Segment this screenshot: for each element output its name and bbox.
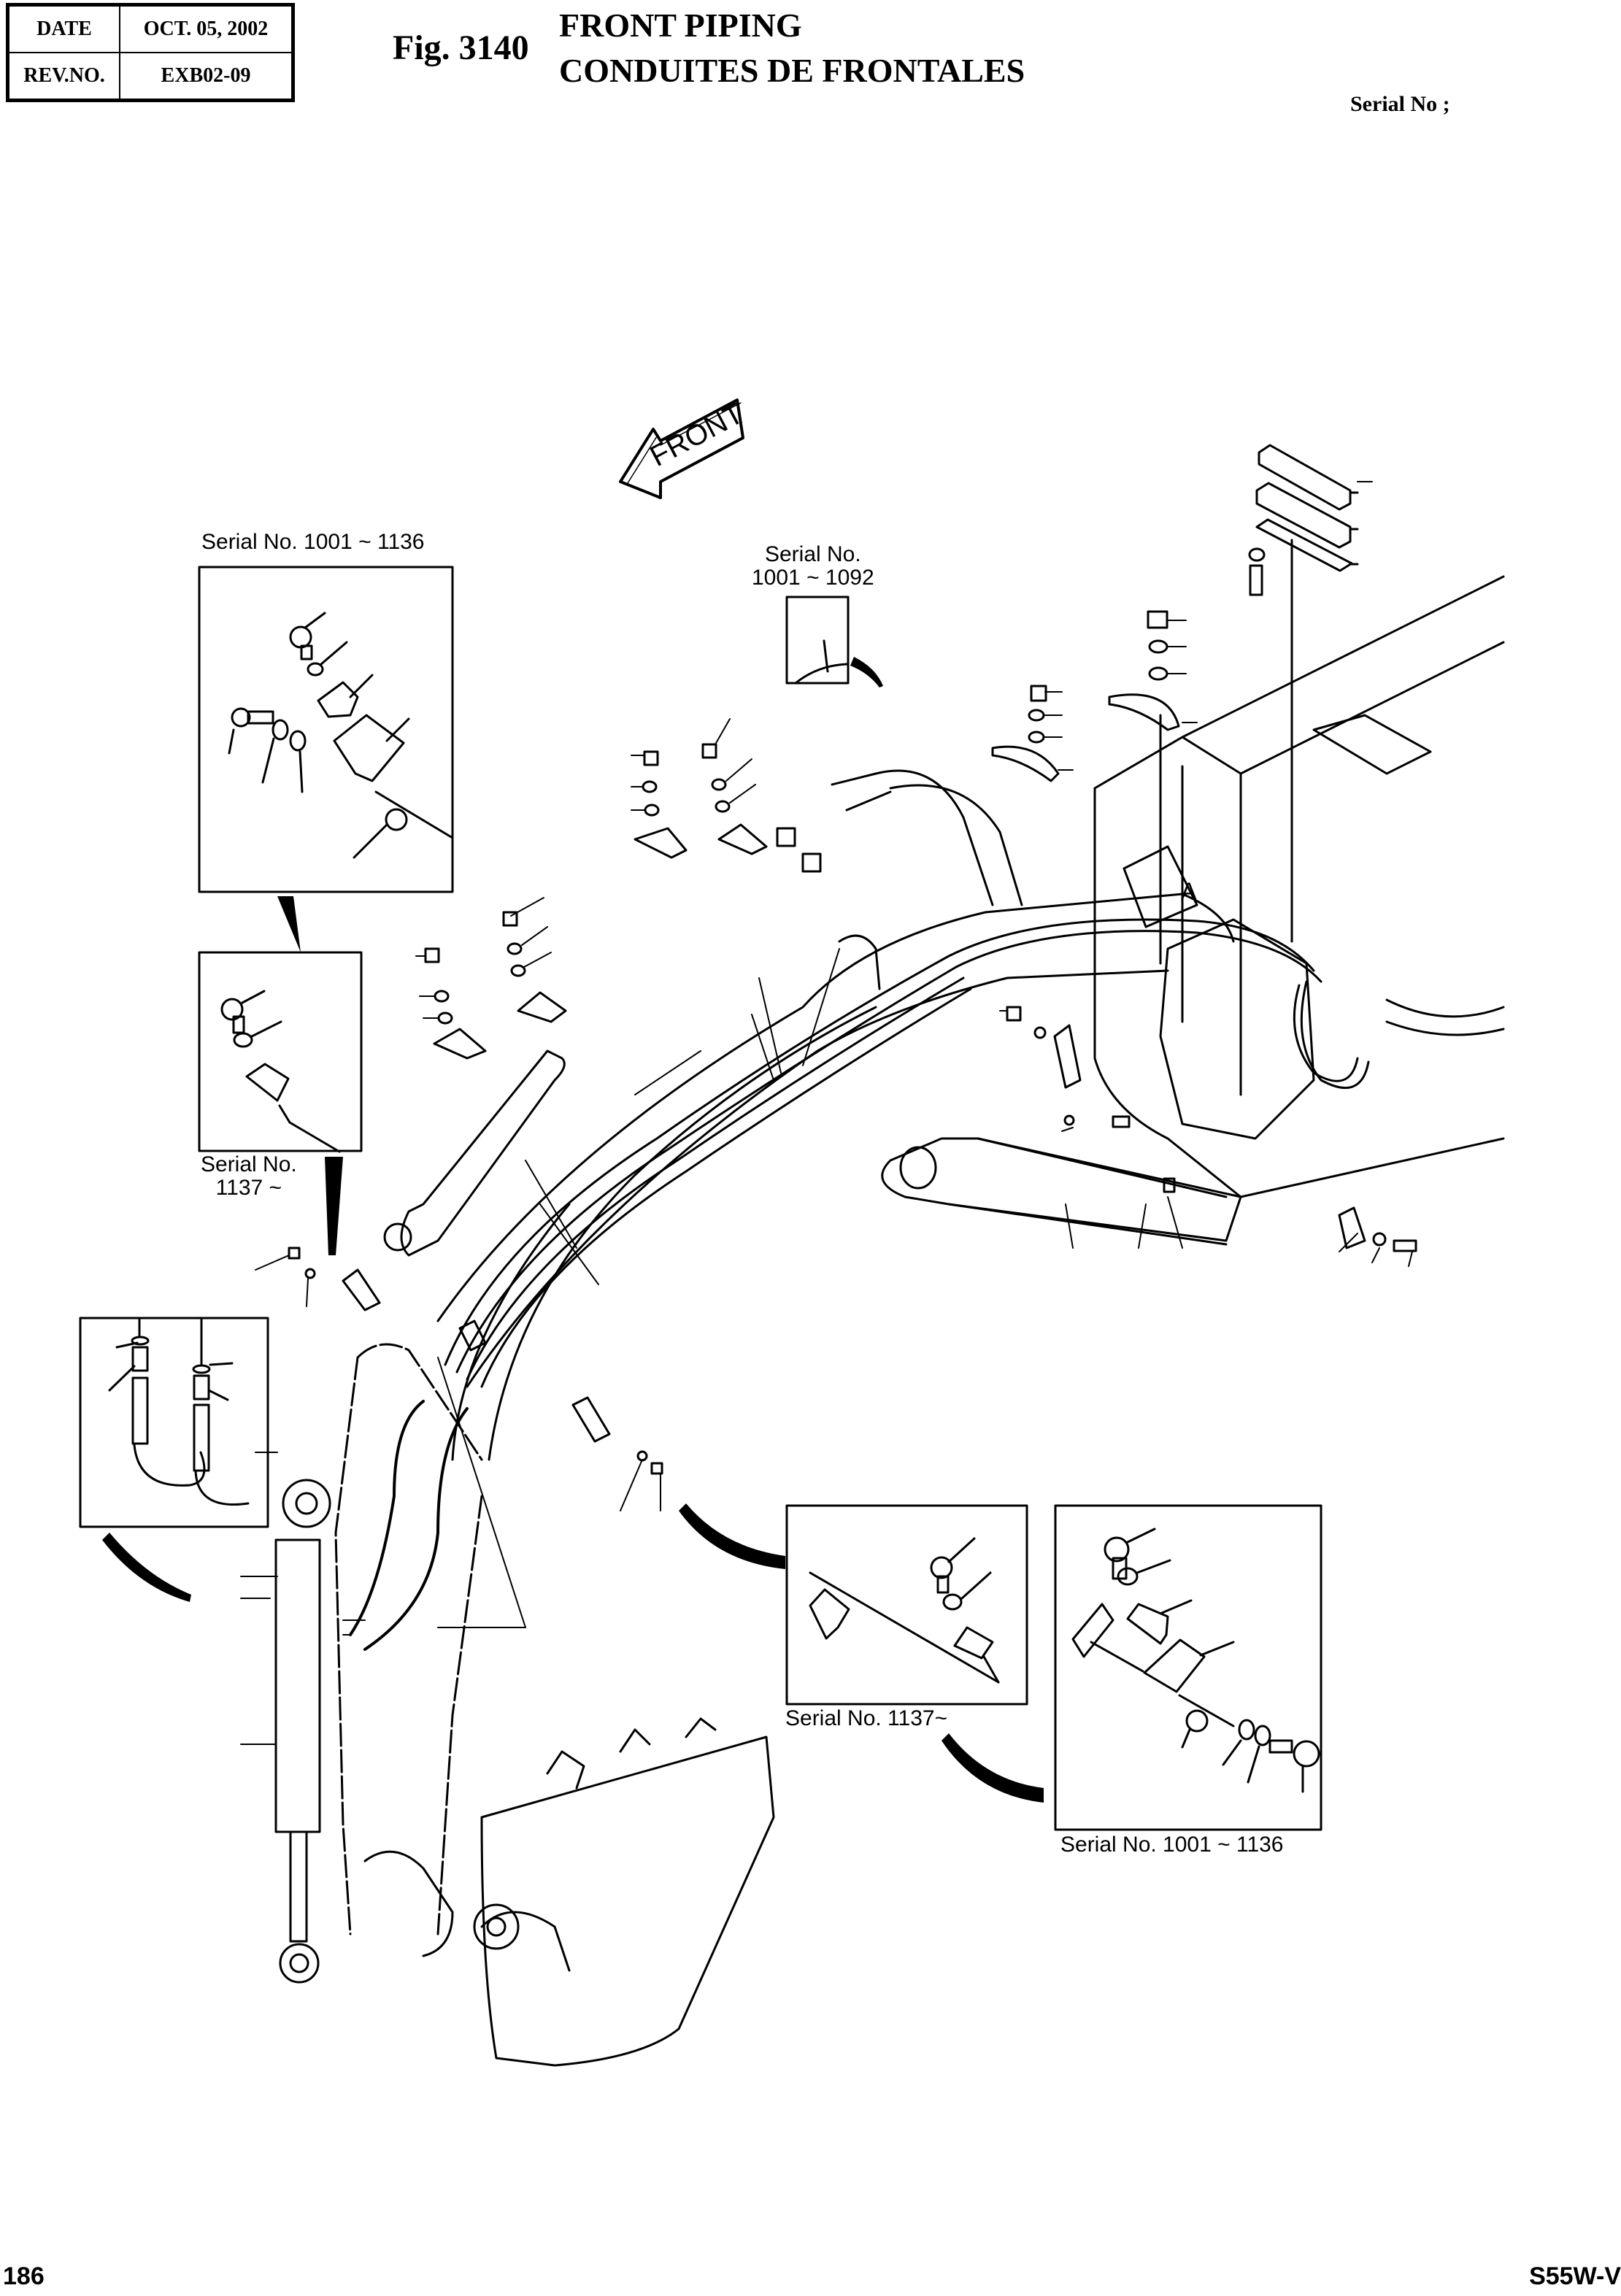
inset-label-clamp-late-left: Serial No. 1137 ~ [201, 1153, 297, 1200]
callout-arrows [102, 657, 1044, 1803]
bucket [365, 1719, 774, 2065]
page-title-french: CONDUITES DE FRONTALES [559, 52, 1025, 89]
inset-label-clamp-late-bottom: Serial No. 1137~ [785, 1706, 948, 1730]
inset-clamp-late-bottom [787, 1506, 1027, 1704]
rev-value: EXB02-09 [119, 52, 294, 101]
inset-label-line1: Serial No. [764, 542, 861, 566]
inset-label-clamp-early-bottom: Serial No. 1001 ~ 1136 [1060, 1833, 1284, 1857]
inset-clamp-early-bottom [1055, 1506, 1321, 1830]
serial-number-label: Serial No ; [1350, 92, 1450, 116]
clamp-parts-mid [426, 744, 820, 1058]
arm-hoses [350, 1401, 467, 1649]
view-marker-a: A [1181, 878, 1197, 904]
rev-label: REV.NO. [7, 52, 120, 101]
page-title-english: FRONT PIPING [559, 7, 802, 44]
inset-clamp-late-left [199, 952, 361, 1151]
hydraulic-hoses [445, 771, 1503, 1387]
part-leader-lines [241, 482, 1412, 1744]
inset4-parts [109, 1318, 248, 1505]
inset-clamp-early-top [199, 567, 453, 892]
inset-label-hose-guard-early: Serial No. 1001 ~ 1092 [752, 543, 874, 590]
revision-info-table: DATE OCT. 05, 2002 REV.NO. EXB02-09 [6, 3, 295, 102]
page-number: 186 [3, 2262, 45, 2290]
inset2-leader [824, 641, 828, 671]
inset-label-line1: Serial No. [201, 1152, 297, 1176]
inset6-parts [1073, 1529, 1319, 1792]
arm-structure [336, 1344, 482, 1934]
inset-hose-guard-early [787, 597, 848, 683]
inset-hose-fittings-detail [80, 1318, 268, 1527]
inset-label-clamp-early-top: Serial No. 1001 ~ 1136 [201, 530, 425, 554]
model-number: S55W-V [1529, 2262, 1621, 2290]
swing-fasteners [1007, 1007, 1416, 1251]
inset2-hose [796, 664, 847, 683]
boom-assembly [438, 894, 1233, 1460]
boom-cylinder [385, 1051, 564, 1255]
inset3-parts [222, 991, 339, 1152]
inset-label-line2: 1137 ~ [215, 1176, 282, 1200]
clamp-parts-arm [289, 1248, 662, 1473]
inset1-parts [229, 613, 453, 858]
date-value: OCT. 05, 2002 [119, 4, 294, 53]
clamp-parts-top [993, 445, 1358, 781]
upper-frame: A [1095, 540, 1503, 1197]
date-label: DATE [7, 4, 120, 53]
inset5-parts [810, 1538, 998, 1682]
front-direction-arrow-icon: FRONT [620, 397, 749, 498]
figure-number: Fig. 3140 [393, 28, 529, 67]
inset-label-line2: 1001 ~ 1092 [752, 566, 874, 590]
bucket-cylinder [276, 1480, 330, 1982]
